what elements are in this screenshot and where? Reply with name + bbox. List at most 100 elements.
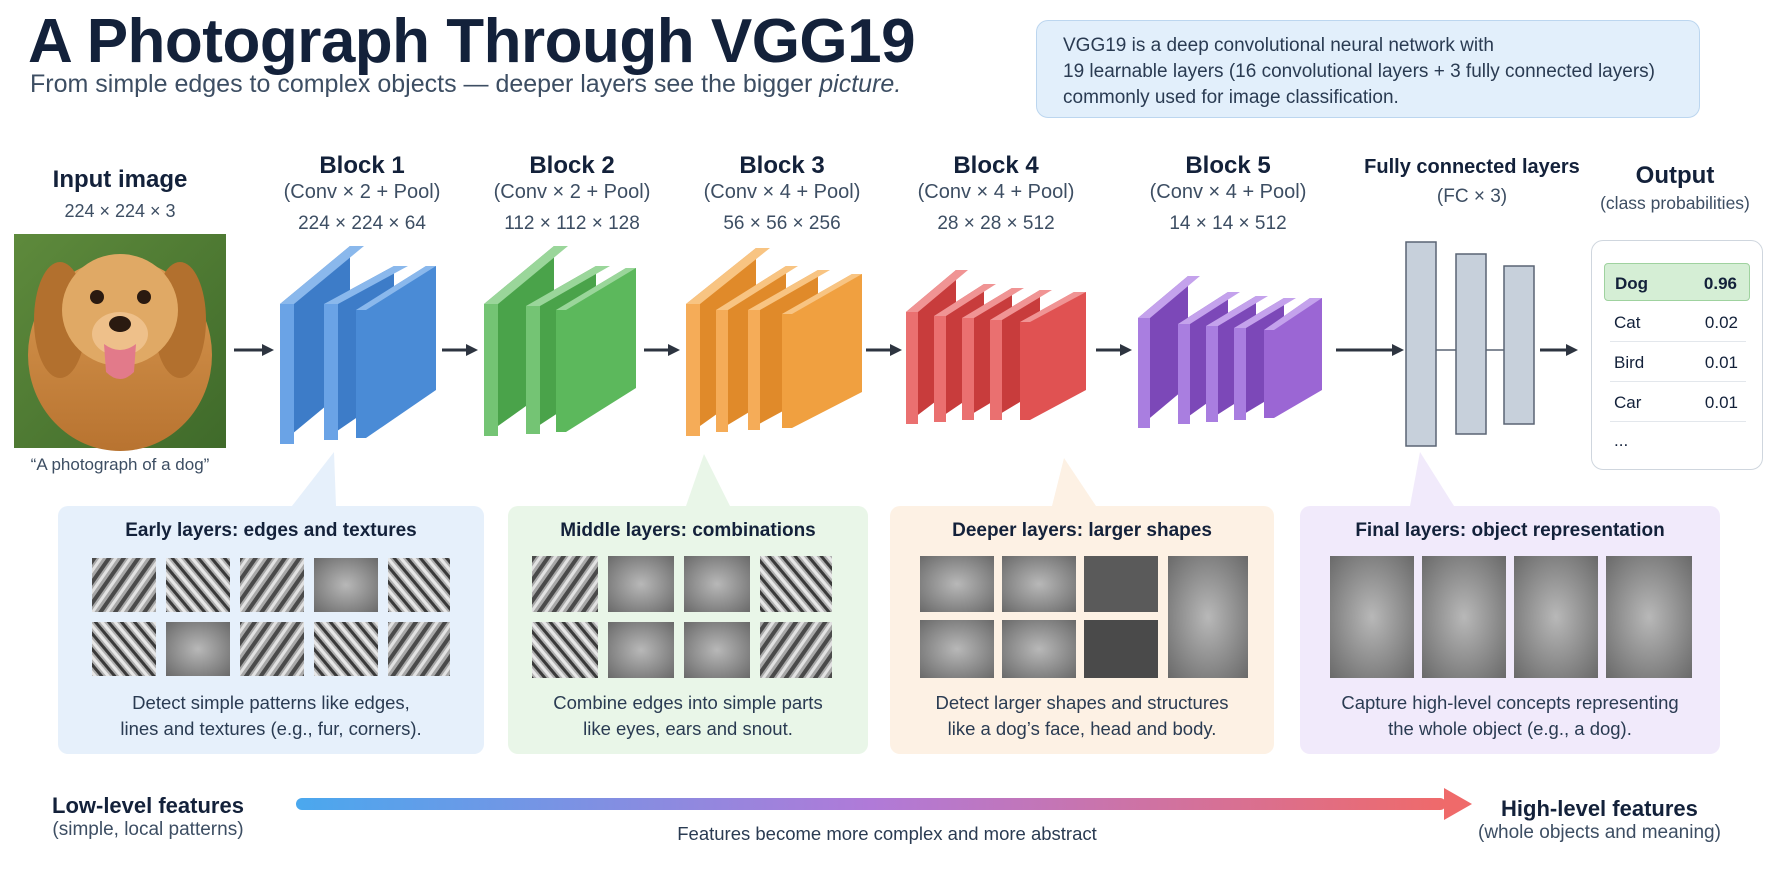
feature-map-thumbnail xyxy=(608,556,674,612)
output-title: Output xyxy=(1635,162,1715,189)
feature-map-thumbnail xyxy=(388,622,450,676)
block-4-dims: 28 × 28 × 512 xyxy=(937,213,1055,234)
input-dims: 224 × 224 × 3 xyxy=(64,201,176,221)
block-3-title: Block 3 xyxy=(739,152,825,179)
panel-description: Combine edges into simple parts like eye… xyxy=(508,690,868,742)
feature-map-thumbnail xyxy=(760,622,832,678)
block-1-config: (Conv × 2 + Pool) xyxy=(283,181,441,203)
block-5-config: (Conv × 4 + Pool) xyxy=(1149,181,1307,203)
feature-map-thumbnail xyxy=(240,558,304,612)
class-label: Dog xyxy=(1615,274,1649,293)
feature-map-thumbnail xyxy=(684,556,750,612)
block-4-config: (Conv × 4 + Pool) xyxy=(917,181,1075,203)
class-label: Car xyxy=(1614,393,1642,412)
description-line: the whole object (e.g., a dog). xyxy=(1388,718,1632,739)
callout-pointer xyxy=(292,452,336,506)
subtitle-emphasis: picture. xyxy=(819,70,902,98)
low-level-legend: Low-level features (simple, local patter… xyxy=(52,793,244,841)
feature-map-thumbnail xyxy=(920,556,994,612)
block-1-dims: 224 × 224 × 64 xyxy=(298,213,426,234)
block-5-dims: 14 × 14 × 512 xyxy=(1169,213,1287,234)
block-4-layers xyxy=(906,270,1086,424)
panel-title: Deeper layers: larger shapes xyxy=(952,520,1212,541)
panel-title: Final layers: object representation xyxy=(1355,520,1665,541)
block-3-layers xyxy=(686,248,862,436)
block-2-config: (Conv × 2 + Pool) xyxy=(493,181,651,203)
description-line: Detect larger shapes and structures xyxy=(935,692,1229,713)
class-label: Bird xyxy=(1614,353,1645,372)
feature-map-thumbnails xyxy=(92,558,450,676)
feature-map-thumbnail xyxy=(166,558,230,612)
output-row: Cat 0.02 xyxy=(1604,303,1750,341)
input-title: Input image xyxy=(52,166,188,193)
block-2-dims: 112 × 112 × 128 xyxy=(504,213,640,234)
low-level-subtitle: (simple, local patterns) xyxy=(52,819,244,840)
panel-deeper-layers: Deeper layers: larger shapes Detect larg… xyxy=(890,506,1274,754)
row-divider xyxy=(1610,381,1746,382)
fc-config: (FC × 3) xyxy=(1436,186,1508,207)
output-probabilities-card: Dog 0.96 Cat 0.02 Bird 0.01 Car 0.01 ... xyxy=(1591,240,1763,470)
feature-map-thumbnail xyxy=(1084,620,1158,678)
panel-title: Early layers: edges and textures xyxy=(125,520,417,541)
feature-map-thumbnail xyxy=(532,622,598,678)
arrow-right-icon xyxy=(1444,788,1472,820)
page-subtitle: From simple edges to complex objects — d… xyxy=(30,70,901,99)
description-line: like a dog’s face, head and body. xyxy=(947,718,1217,739)
feature-map-thumbnail xyxy=(920,620,994,678)
description-line: lines and textures (e.g., fur, corners). xyxy=(120,718,422,739)
panel-description: Detect simple patterns like edges, lines… xyxy=(58,690,484,742)
block-5-title: Block 5 xyxy=(1185,152,1271,179)
page-title: A Photograph Through VGG19 xyxy=(28,7,916,76)
input-caption: “A photograph of a dog” xyxy=(30,455,210,474)
class-probability: 0.01 xyxy=(1704,393,1738,412)
feature-map-thumbnail xyxy=(1002,556,1076,612)
callout-pointer xyxy=(686,454,730,506)
output-row-more: ... xyxy=(1604,421,1750,459)
info-box: VGG19 is a deep convolutional neural net… xyxy=(1036,20,1700,118)
info-line: 19 learnable layers (16 convolutional la… xyxy=(1063,61,1655,82)
feature-map-thumbnail xyxy=(1330,556,1414,678)
block-5-layers xyxy=(1138,276,1322,428)
panel-description: Detect larger shapes and structures like… xyxy=(890,690,1274,742)
feature-map-thumbnail xyxy=(1168,556,1248,678)
feature-map-thumbnail xyxy=(684,622,750,678)
feature-map-thumbnail xyxy=(1422,556,1506,678)
low-level-title: Low-level features xyxy=(52,793,244,818)
feature-map-thumbnails xyxy=(920,556,1248,678)
subtitle-main: From simple edges to complex objects — d… xyxy=(30,70,820,98)
output-subtitle: (class probabilities) xyxy=(1600,193,1750,213)
info-line: commonly used for image classification. xyxy=(1063,87,1399,108)
output-row: Car 0.01 xyxy=(1604,383,1750,421)
feature-map-thumbnail xyxy=(166,622,230,676)
arrow-right-icon xyxy=(234,344,1578,356)
feature-map-thumbnail xyxy=(532,556,598,612)
panel-title: Middle layers: combinations xyxy=(560,520,816,541)
flow-gradient-bar xyxy=(296,798,1446,810)
block-1-title: Block 1 xyxy=(319,152,405,179)
panel-description: Capture high-level concepts representing… xyxy=(1300,690,1720,742)
high-level-title: High-level features xyxy=(1501,796,1698,821)
block-4-title: Block 4 xyxy=(953,152,1039,179)
block-2-title: Block 2 xyxy=(529,152,615,179)
callout-pointer xyxy=(1052,458,1096,506)
more-label: ... xyxy=(1614,431,1629,450)
description-line: Detect simple patterns like edges, xyxy=(132,692,410,713)
output-row: Bird 0.01 xyxy=(1604,343,1750,381)
feature-map-thumbnail xyxy=(1002,620,1076,678)
block-1-layers xyxy=(280,246,436,444)
feature-map-thumbnail xyxy=(92,558,156,612)
callout-pointer xyxy=(1410,452,1454,506)
feature-map-thumbnail xyxy=(92,622,156,676)
fc-layers xyxy=(1405,241,1535,447)
feature-map-thumbnails xyxy=(1330,556,1692,678)
panel-middle-layers: Middle layers: combinations Combine edge… xyxy=(508,506,868,754)
class-probability: 0.02 xyxy=(1704,313,1738,332)
row-divider xyxy=(1610,341,1746,342)
block-3-dims: 56 × 56 × 256 xyxy=(723,213,841,234)
output-row-top: Dog 0.96 xyxy=(1604,263,1750,301)
feature-map-thumbnail xyxy=(388,558,450,612)
panel-final-layers: Final layers: object representation Capt… xyxy=(1300,506,1720,754)
panel-early-layers: Early layers: edges and textures Detect … xyxy=(58,506,484,754)
feature-map-thumbnail xyxy=(760,556,832,612)
